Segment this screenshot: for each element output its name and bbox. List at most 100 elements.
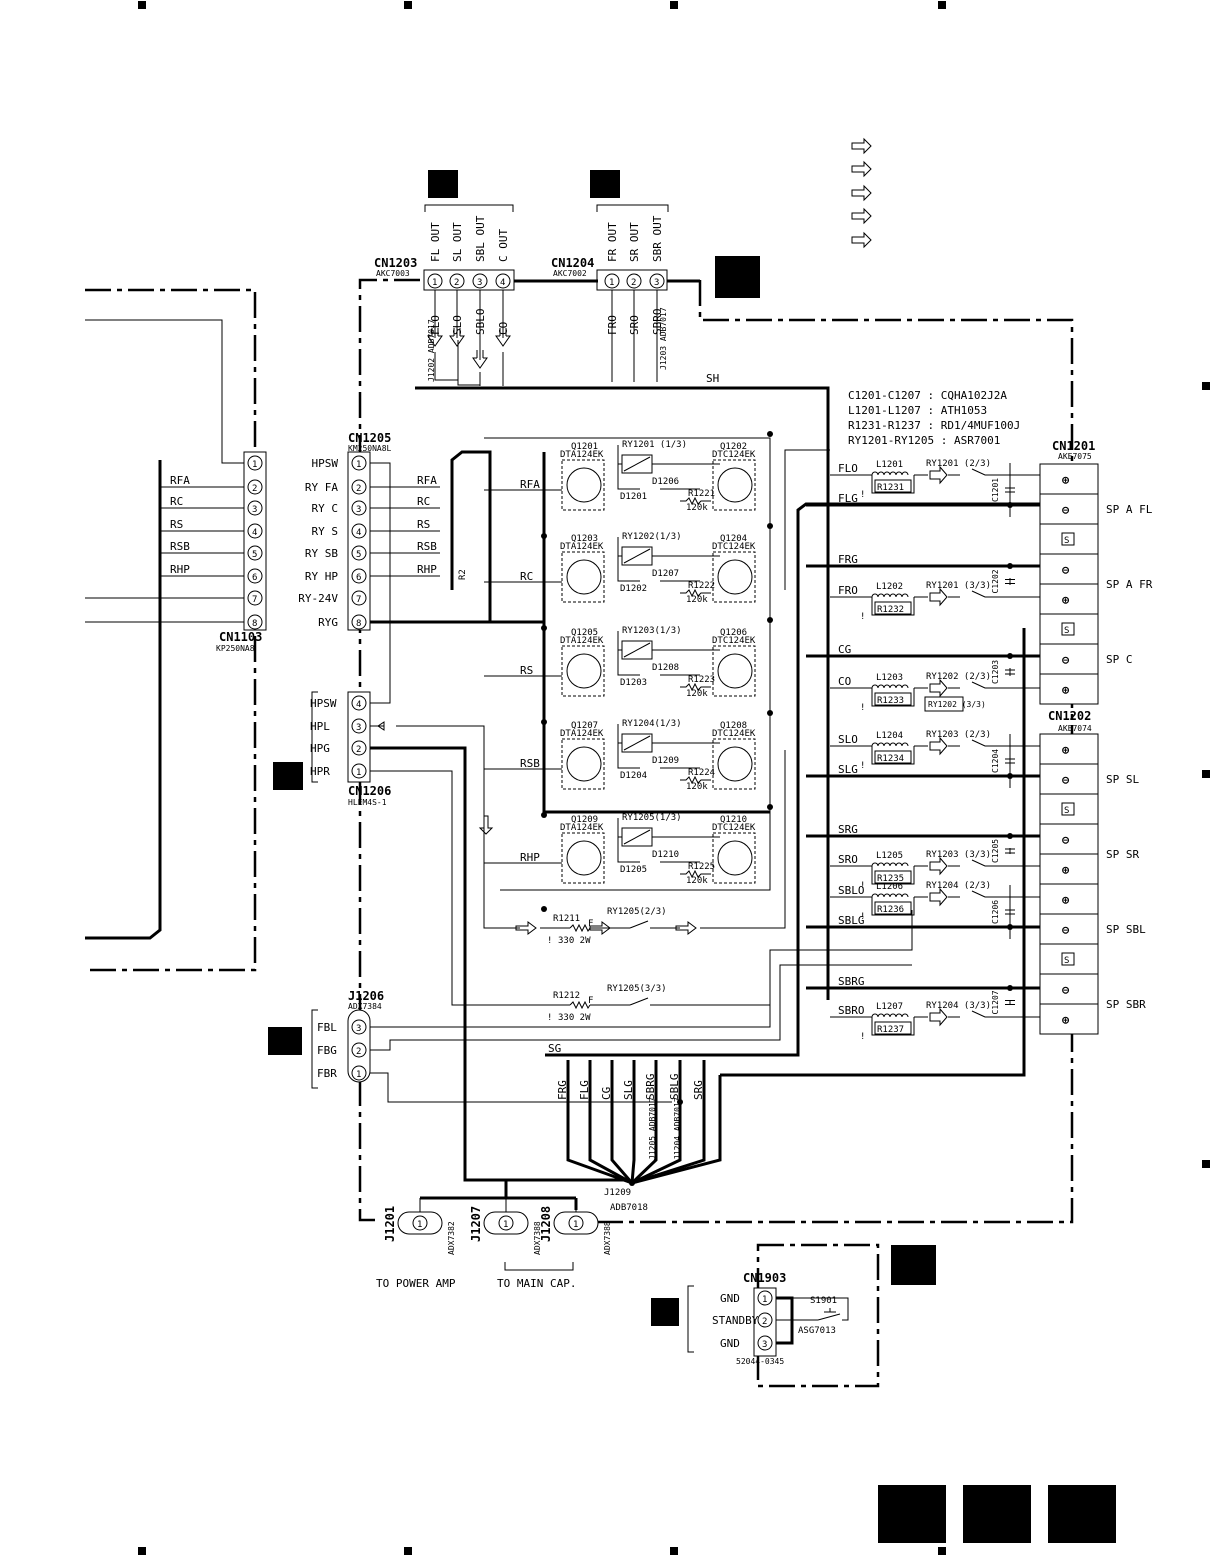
- out-gnd-0: FLG: [838, 492, 858, 505]
- cn1205-pin-8: 8: [356, 619, 361, 629]
- cn1903-pin-2-circle: [757, 1312, 773, 1328]
- out-coil-2: L1203: [876, 673, 903, 683]
- out-res-box-6: [874, 1021, 912, 1035]
- to-power-amp: TO POWER AMP: [376, 1277, 456, 1290]
- out-cap-symbol-5: [1005, 885, 1015, 939]
- cn1205-pin-2: 2: [356, 484, 361, 494]
- out-cap-symbol-1: [1005, 578, 1015, 585]
- cn1903-pin-1-circle: [757, 1290, 773, 1306]
- hp-res-0: R1211: [553, 914, 580, 924]
- cn1103-pin-6-circle: [247, 568, 263, 584]
- d-right-2: D1208: [652, 663, 679, 673]
- cn1205-pin-7-circle: [351, 590, 367, 606]
- cn1205-pin-6-circle: [351, 568, 367, 584]
- q-right-0: Q1202: [720, 442, 747, 452]
- out-relay-1: RY1201 (3/3): [926, 581, 991, 591]
- cn1204-pin-3-circle: [649, 273, 665, 289]
- terminal-plus-0-0: ⊕: [1062, 473, 1070, 487]
- hp-res-mark-1: F: [588, 996, 593, 1006]
- out-coil-5: L1206: [876, 882, 903, 892]
- out-res-2: R1233: [877, 696, 904, 706]
- out-coil-symbol-0: [871, 471, 915, 494]
- relay-node-right-3: [767, 710, 773, 716]
- terminal-shield-box-0: [1061, 532, 1075, 546]
- out-relay-3: RY1203 (2/3): [926, 730, 991, 740]
- relay-slash-1: [623, 548, 651, 564]
- jack-name-2: J1208: [539, 1206, 553, 1242]
- out-hot-1: FRO: [838, 584, 858, 597]
- out-hot-4: SRO: [838, 853, 858, 866]
- terminal-shield-box-2: [1061, 622, 1075, 636]
- out-hot-3: SLO: [838, 733, 858, 746]
- out-res-box-0: [874, 479, 912, 493]
- note-4: RY1201-RY1205 : ASR7001: [848, 434, 1000, 447]
- out-cap-0: C1201: [991, 478, 1000, 502]
- q-right-1: Q1204: [720, 534, 747, 544]
- out-gnd-6: SBRG: [838, 975, 865, 988]
- relay-node-right-1: [767, 523, 773, 529]
- q-left-1: Q1203: [571, 534, 598, 544]
- cn1103-pin-2-circle: [247, 479, 263, 495]
- jack-pin-1: 1: [503, 1220, 508, 1230]
- note-3: R1231-R1237 : RD1/4MUF100J: [848, 419, 1020, 432]
- q-left-box-4: [561, 832, 605, 884]
- d-right-3: D1209: [652, 756, 679, 766]
- bottom-ground-wire-0: [566, 1060, 633, 1185]
- cn1103-pin-2: 2: [252, 484, 257, 494]
- cn1206-label-1: HPSW: [310, 697, 337, 710]
- hp-res-val-1: 330 2W: [558, 1013, 591, 1023]
- s1901-name: S1901: [810, 1296, 837, 1306]
- j1206-pin-3-circle: [351, 1065, 367, 1081]
- cn1103-pin-4: 4: [252, 528, 257, 538]
- terminal-shield-2: S: [1064, 626, 1069, 636]
- q-left-part-1: DTA124EK: [560, 542, 604, 552]
- cn1204-part: AKC7002: [553, 269, 587, 278]
- cn1203-pin-3-circle: [472, 273, 488, 289]
- out-cap-symbol-0: [1005, 463, 1015, 517]
- hazard-mark-5: !: [860, 912, 865, 922]
- legend-arrows: [851, 137, 872, 249]
- cn1103-pin-5-circle: [247, 545, 263, 561]
- out-cap-2: C1203: [991, 660, 1000, 684]
- out-cap-6: C1207: [991, 990, 1000, 1014]
- relay-coil-2: RY1203(1/3): [622, 626, 682, 636]
- q-right-box-1: [712, 551, 756, 603]
- hp-res-symbol-1: [569, 1000, 591, 1010]
- cn1205-label-6: RY HP: [305, 570, 338, 583]
- terminal-plus-1-1: ⊕: [1062, 593, 1070, 607]
- hazard-mark-0: !: [860, 490, 865, 500]
- out-relay-arrow-3: [929, 736, 948, 756]
- out-hot-0: FLO: [838, 462, 858, 475]
- hp-res-symbol-0: [569, 923, 591, 933]
- cn1203-pin-2: 2: [454, 278, 459, 288]
- out-relay-6: RY1204 (3/3): [926, 1001, 991, 1011]
- terminal-plus-2-2: ⊕: [1062, 683, 1070, 697]
- q-left-part-2: DTA124EK: [560, 636, 604, 646]
- terminal-shield-5: S: [1064, 956, 1069, 966]
- cn1206-pin-1: 4: [356, 700, 361, 710]
- bottom-ground-main: [631, 1075, 722, 1185]
- cn1204-label-1: FR OUT: [606, 222, 619, 262]
- cn1205-pin-4-circle: [351, 523, 367, 539]
- out-relay-arrow-0: [929, 465, 948, 485]
- bottom-ground-label-2: CG: [600, 1087, 613, 1100]
- hp-hazard-1: !: [547, 1013, 552, 1023]
- res-4: R1225: [688, 862, 715, 872]
- q-right-symbol-0: [717, 467, 753, 503]
- jack-part-1: ADX7388: [533, 1221, 542, 1255]
- q-left-0: Q1201: [571, 442, 598, 452]
- cn1203-label-3: SBL OUT: [474, 215, 487, 262]
- cn1205-signal-4: RSB: [417, 540, 437, 553]
- relay-node-right-2: [767, 617, 773, 623]
- q-left-symbol-1: [566, 559, 602, 595]
- out-coil-3: L1204: [876, 731, 903, 741]
- cn1206-pin-4-circle: [351, 763, 367, 779]
- cn1103-pin-1: 1: [252, 460, 257, 470]
- cn1903-pin-2: 2: [762, 1317, 767, 1327]
- out-relay-arrow-6: [929, 1007, 948, 1027]
